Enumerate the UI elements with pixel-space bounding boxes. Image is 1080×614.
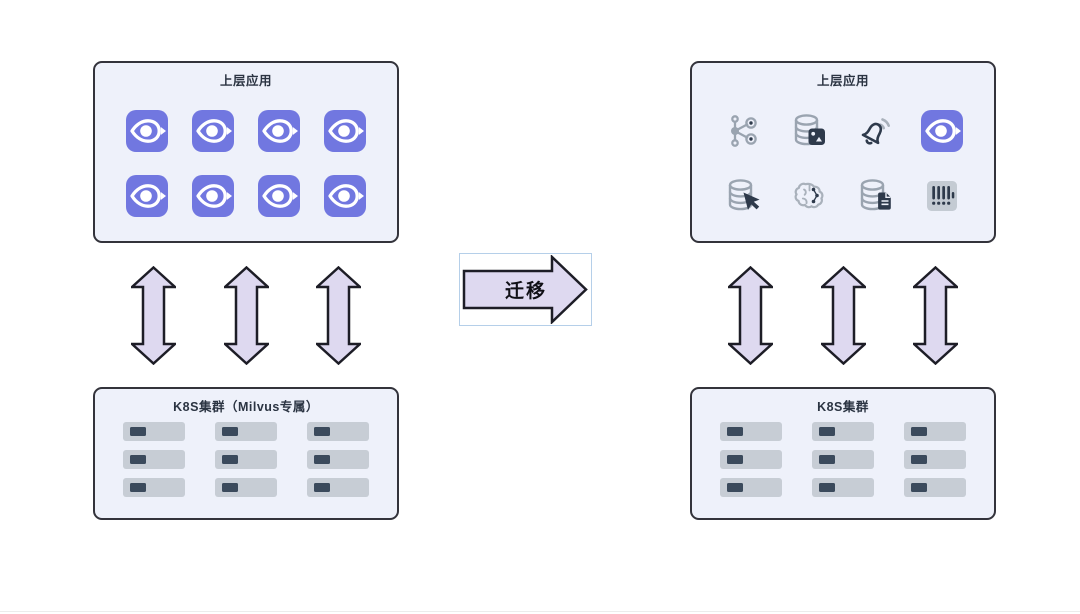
server-node: [307, 478, 369, 497]
server-rack-column: [812, 422, 874, 497]
bidirectional-arrow[interactable]: [913, 266, 958, 365]
right-k8s-cluster-panel[interactable]: K8S集群: [690, 387, 996, 520]
right-arrow-icon: [462, 255, 588, 324]
bidirectional-arrow[interactable]: [821, 266, 866, 365]
server-node: [904, 422, 966, 441]
brain-ml-icon: [788, 174, 832, 218]
milvus-icon: [323, 109, 367, 153]
milvus-icon: [920, 109, 964, 153]
server-unit-panel: [314, 483, 330, 492]
server-unit-panel: [130, 483, 146, 492]
panel-title: K8S集群（Milvus专属）: [173, 400, 319, 414]
server-rack-column: [307, 422, 369, 497]
server-rack-column: [904, 422, 966, 497]
server-node: [904, 450, 966, 469]
server-rack-column: [720, 422, 782, 497]
server-unit-panel: [727, 483, 743, 492]
barcode-icon: [920, 174, 964, 218]
server-node: [307, 422, 369, 441]
milvus-icon: [323, 174, 367, 218]
database-document-icon: [854, 174, 898, 218]
server-unit-panel: [130, 455, 146, 464]
panel-title: 上层应用: [219, 74, 272, 88]
panel-title: 上层应用: [816, 74, 869, 88]
left-app-icon-grid: [125, 109, 367, 218]
migration-arrow-shape[interactable]: 迁移: [459, 253, 592, 326]
milvus-icon: [125, 109, 169, 153]
server-node: [123, 450, 185, 469]
server-node: [812, 422, 874, 441]
server-node: [812, 478, 874, 497]
milvus-icon: [257, 109, 301, 153]
server-unit-panel: [727, 427, 743, 436]
migration-label: 迁移: [504, 281, 547, 302]
server-node: [904, 478, 966, 497]
left-upper-apps-panel[interactable]: 上层应用: [93, 61, 399, 243]
left-server-grid: [123, 422, 369, 497]
server-unit-panel: [819, 427, 835, 436]
server-unit-panel: [911, 483, 927, 492]
server-node: [215, 422, 277, 441]
left-k8s-cluster-panel[interactable]: K8S集群（Milvus专属）: [93, 387, 399, 520]
server-unit-panel: [911, 427, 927, 436]
server-unit-panel: [222, 427, 238, 436]
server-node: [215, 450, 277, 469]
right-upper-apps-panel[interactable]: 上层应用: [690, 61, 996, 243]
server-node: [123, 422, 185, 441]
right-app-icon-grid: [722, 109, 964, 218]
server-node: [215, 478, 277, 497]
server-unit-panel: [314, 427, 330, 436]
server-node: [812, 450, 874, 469]
panel-title: K8S集群: [817, 400, 869, 414]
milvus-icon: [191, 109, 235, 153]
alert-bell-icon: [854, 109, 898, 153]
database-image-icon: [788, 109, 832, 153]
milvus-icon: [125, 174, 169, 218]
bidirectional-arrow[interactable]: [728, 266, 773, 365]
milvus-icon: [191, 174, 235, 218]
server-node: [720, 422, 782, 441]
server-unit-panel: [727, 455, 743, 464]
server-node: [720, 450, 782, 469]
server-unit-panel: [222, 455, 238, 464]
flow-network-icon: [722, 109, 766, 153]
database-cursor-icon: [722, 174, 766, 218]
server-unit-panel: [911, 455, 927, 464]
server-unit-panel: [819, 483, 835, 492]
bidirectional-arrow[interactable]: [224, 266, 269, 365]
server-rack-column: [215, 422, 277, 497]
server-unit-panel: [819, 455, 835, 464]
milvus-icon: [257, 174, 301, 218]
server-unit-panel: [314, 455, 330, 464]
server-node: [123, 478, 185, 497]
server-unit-panel: [130, 427, 146, 436]
bidirectional-arrow[interactable]: [316, 266, 361, 365]
server-node: [307, 450, 369, 469]
bidirectional-arrow[interactable]: [131, 266, 176, 365]
server-rack-column: [123, 422, 185, 497]
server-unit-panel: [222, 483, 238, 492]
server-node: [720, 478, 782, 497]
right-server-grid: [720, 422, 966, 497]
bottom-divider: [0, 611, 1080, 612]
